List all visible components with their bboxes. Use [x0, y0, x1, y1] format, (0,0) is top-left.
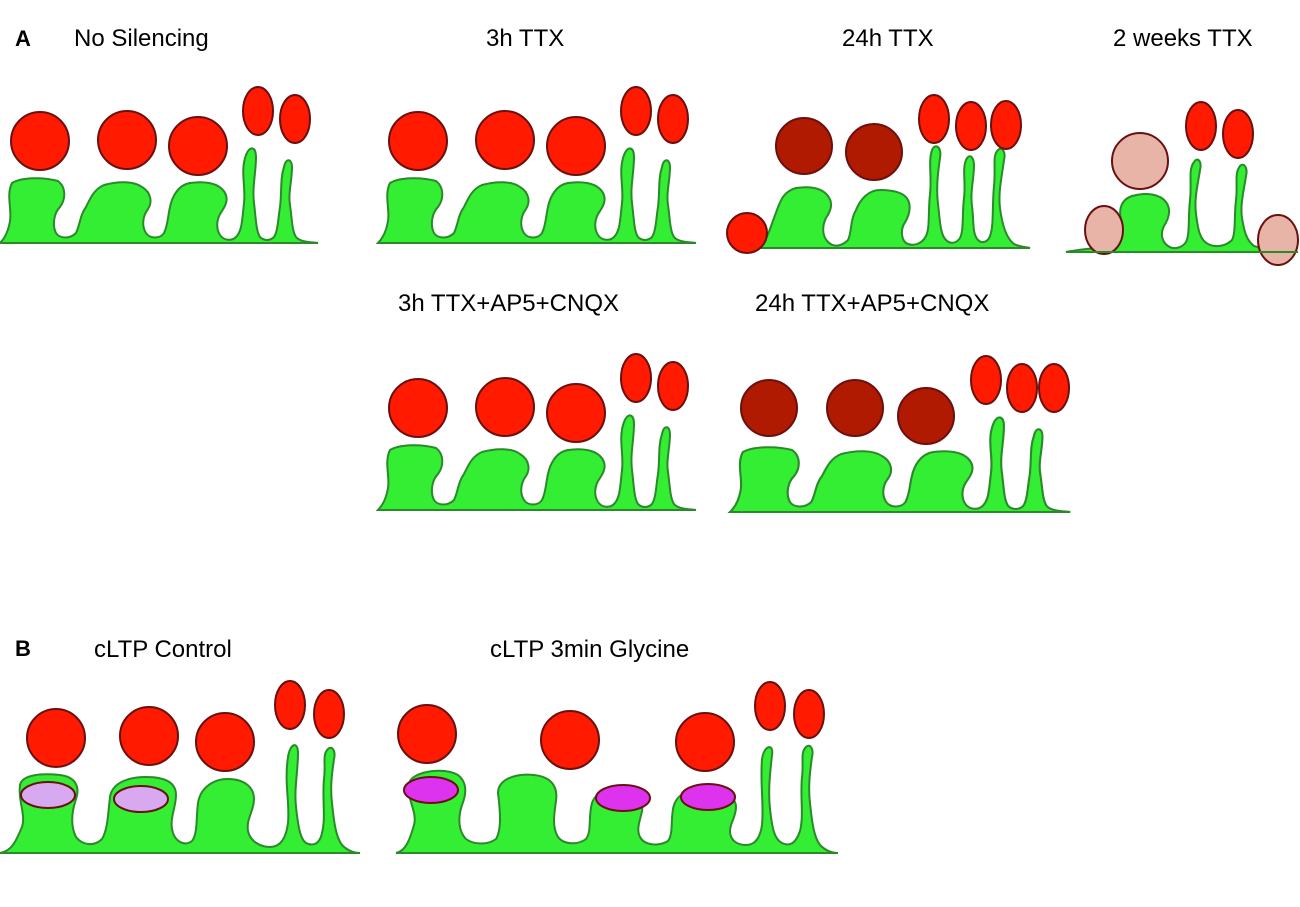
presynaptic-bouton-dark	[826, 379, 884, 437]
presynaptic-bouton	[540, 710, 600, 770]
presynaptic-bouton	[970, 355, 1002, 405]
presynaptic-bouton	[168, 116, 228, 176]
dendrite-24h-ttx	[751, 145, 1031, 249]
presynaptic-bouton	[1006, 363, 1038, 413]
presynaptic-bouton	[657, 361, 689, 411]
presynaptic-bouton-faded	[1257, 214, 1299, 266]
title-no-silencing: No Silencing	[74, 25, 209, 52]
title-24h-ttx: 24h TTX	[842, 25, 934, 52]
boutons-3h-ttx-ap5-cnqx	[388, 353, 689, 443]
presynaptic-bouton	[726, 212, 768, 254]
presynaptic-bouton	[657, 94, 689, 144]
presynaptic-bouton	[1038, 363, 1070, 413]
presynaptic-bouton	[620, 86, 652, 136]
title-3h-ttx: 3h TTX	[486, 25, 565, 52]
receptor-patch-potentiated	[403, 776, 459, 804]
presynaptic-bouton	[990, 100, 1022, 150]
boutons-24h-ttx-ap5-cnqx	[740, 355, 1070, 445]
presynaptic-bouton	[475, 110, 535, 170]
dendrite-2-weeks-ttx	[1065, 158, 1299, 266]
receptor-patch	[113, 785, 169, 813]
presynaptic-bouton	[279, 94, 311, 144]
boutons-24h-ttx	[726, 94, 1022, 254]
panel-letter-a: A	[15, 26, 31, 51]
presynaptic-bouton	[119, 706, 179, 766]
presynaptic-bouton	[546, 116, 606, 176]
presynaptic-bouton	[10, 111, 70, 171]
presynaptic-bouton-dark	[740, 379, 798, 437]
presynaptic-bouton	[242, 86, 274, 136]
presynaptic-bouton-faded	[1111, 132, 1169, 190]
presynaptic-bouton-dark	[897, 387, 955, 445]
receptor-patch	[20, 781, 76, 809]
presynaptic-bouton	[26, 708, 86, 768]
presynaptic-bouton-faded	[1084, 205, 1124, 255]
title-2-weeks-ttx: 2 weeks TTX	[1113, 25, 1253, 52]
presynaptic-bouton	[388, 378, 448, 438]
receptors-cltp-control	[20, 781, 169, 813]
title-cltp-3min-glycine: cLTP 3min Glycine	[490, 636, 690, 663]
receptor-patch-potentiated	[595, 784, 651, 812]
presynaptic-bouton	[793, 689, 825, 739]
presynaptic-bouton	[1222, 109, 1254, 159]
presynaptic-bouton	[195, 712, 255, 772]
presynaptic-bouton	[1185, 101, 1217, 151]
receptors-cltp-glycine	[403, 776, 736, 812]
receptor-patch-potentiated	[680, 783, 736, 811]
presynaptic-bouton	[754, 681, 786, 731]
boutons-2-weeks-ttx	[1111, 101, 1254, 190]
boutons-no-silencing	[10, 86, 311, 176]
presynaptic-bouton	[546, 383, 606, 443]
presynaptic-bouton	[388, 111, 448, 171]
presynaptic-bouton	[313, 689, 345, 739]
presynaptic-bouton	[918, 94, 950, 144]
panel-letter-b: B	[15, 636, 31, 661]
title-24h-ttx-ap5-cnqx: 24h TTX+AP5+CNQX	[755, 290, 990, 317]
title-3h-ttx-ap5-cnqx: 3h TTX+AP5+CNQX	[398, 290, 619, 317]
presynaptic-bouton	[475, 377, 535, 437]
boutons-cltp-glycine	[397, 681, 825, 772]
presynaptic-bouton	[397, 704, 457, 764]
boutons-cltp-control	[26, 680, 345, 772]
presynaptic-bouton	[97, 110, 157, 170]
presynaptic-bouton	[274, 680, 306, 730]
title-cltp-control: cLTP Control	[94, 636, 232, 663]
presynaptic-bouton	[955, 101, 987, 151]
presynaptic-bouton	[675, 712, 735, 772]
boutons-3h-ttx	[388, 86, 689, 176]
presynaptic-bouton-dark	[775, 117, 833, 175]
presynaptic-bouton-dark	[845, 123, 903, 181]
presynaptic-bouton	[620, 353, 652, 403]
